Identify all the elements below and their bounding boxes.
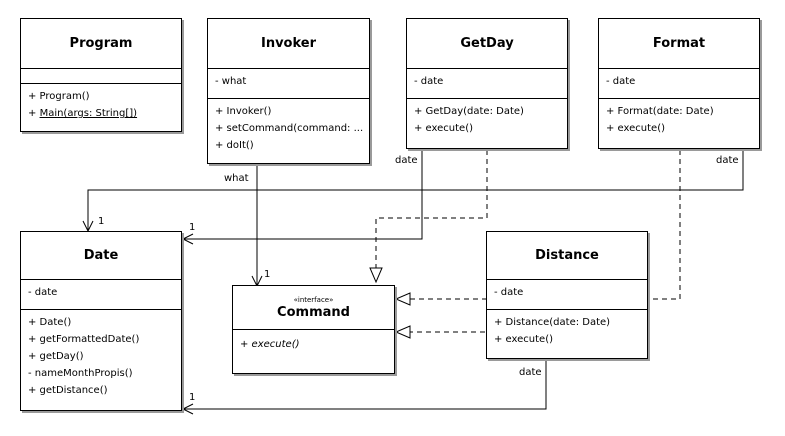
visibility: + [28,108,40,119]
class-program[interactable]: Program + Program() + Main(args: String[… [20,18,182,132]
arrowhead-date-bottom [181,403,194,415]
realize-triangle-right-1 [394,292,411,306]
abstract-operation: + execute() [240,339,300,350]
operation: + getDay() [28,351,84,362]
class-program-name: Program [69,36,133,51]
attribute: - date [606,76,636,87]
arrowhead-date-mid [181,233,194,245]
assoc-format-date [87,150,744,230]
class-date-header: Date [21,232,181,280]
class-program-attributes [21,69,181,84]
operation: + Format(date: Date) [606,106,714,117]
assoc-distance-date [183,361,547,410]
operation: + setCommand(command: ... [215,123,364,134]
class-invoker-name: Invoker [260,36,317,51]
class-format-attributes: - date [599,69,759,99]
attribute: - date [28,287,58,298]
role-label-getday: date [395,155,418,166]
attribute: - what [215,76,247,87]
operation: + Program() [28,91,90,102]
operation: + getDistance() [28,385,108,396]
attribute: - date [414,76,444,87]
operation: + execute() [606,123,666,134]
multiplicity-date-top: 1 [98,216,105,227]
class-invoker[interactable]: Invoker - what + Invoker() + setCommand(… [207,18,370,164]
operation: - nameMonthPropis() [28,368,133,379]
interface-command-name: Command [277,304,350,320]
class-format-name: Format [652,36,706,51]
operation: + execute() [494,334,554,345]
realize-triangle-top [369,267,383,284]
static-operation: Main(args: String[]) [39,108,138,119]
multiplicity-date-bottom: 1 [189,392,196,403]
interface-stereotype: «interface» [293,295,334,304]
operation: + getFormattedDate() [28,334,140,345]
class-getday-name: GetDay [460,36,514,51]
class-program-operations: + Program() + Main(args: String[]) [21,84,181,122]
realize-triangle-right-2 [394,325,411,339]
assoc-getday-date [183,150,423,240]
class-distance[interactable]: Distance - date + Distance(date: Date) +… [486,231,648,359]
interface-command-operations: + execute() [233,330,394,353]
class-getday-operations: + GetDay(date: Date) + execute() [407,99,567,137]
operation: + doIt() [215,140,254,151]
attribute: - date [494,287,524,298]
operation: + Distance(date: Date) [494,317,611,328]
multiplicity-command: 1 [264,269,271,280]
role-label-format: date [716,155,739,166]
class-distance-header: Distance [487,232,647,280]
interface-command-header: «interface» Command [233,286,394,330]
operation: + Main(args: String[]) [28,105,181,122]
class-format[interactable]: Format - date + Format(date: Date) + exe… [598,18,760,149]
class-distance-operations: + Distance(date: Date) + execute() [487,310,647,348]
class-date-operations: + Date() + getFormattedDate() + getDay()… [21,310,181,399]
operation: + GetDay(date: Date) [414,106,524,117]
class-invoker-header: Invoker [208,19,369,69]
class-program-header: Program [21,19,181,69]
operation: + Date() [28,317,72,328]
class-distance-name: Distance [535,248,599,263]
class-date[interactable]: Date - date + Date() + getFormattedDate(… [20,231,182,411]
class-getday-header: GetDay [407,19,567,69]
class-format-operations: + Format(date: Date) + execute() [599,99,759,137]
operation: + Invoker() [215,106,272,117]
class-getday-attributes: - date [407,69,567,99]
multiplicity-date-mid: 1 [189,222,196,233]
role-label-distance: date [519,367,542,378]
class-date-attributes: - date [21,280,181,310]
class-date-name: Date [83,248,119,263]
realize-getday-command [375,150,488,268]
class-invoker-operations: + Invoker() + setCommand(command: ... + … [208,99,369,154]
class-format-header: Format [599,19,759,69]
interface-command[interactable]: «interface» Command + execute() [232,285,395,374]
role-label-invoker: what [224,173,249,184]
operation: + execute() [414,123,474,134]
class-invoker-attributes: - what [208,69,369,99]
class-distance-attributes: - date [487,280,647,310]
class-getday[interactable]: GetDay - date + GetDay(date: Date) + exe… [406,18,568,149]
